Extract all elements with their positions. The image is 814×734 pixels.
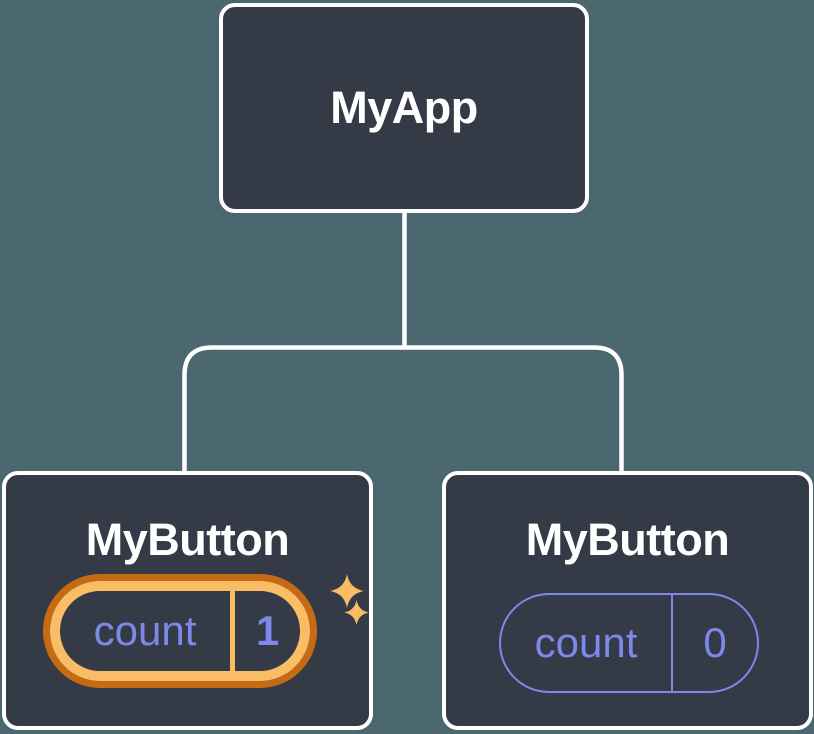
component-name: MyButton — [525, 514, 730, 565]
connector-bracket — [182, 345, 624, 477]
component-node-myapp: MyApp — [219, 3, 589, 213]
state-pill-highlighted: count 1 — [50, 581, 310, 681]
sparkle-icon — [330, 574, 364, 608]
state-pill-divider — [671, 595, 673, 691]
component-node-mybutton-left: MyButton count 1 — [2, 471, 373, 730]
component-name: MyButton — [85, 514, 290, 565]
component-node-mybutton-right: MyButton count 0 — [442, 471, 813, 730]
state-pill: count 0 — [499, 593, 759, 693]
sparkle-icon-small — [344, 600, 369, 625]
component-name: MyApp — [330, 82, 478, 133]
state-pill-divider — [230, 591, 235, 671]
state-value: 0 — [703, 619, 727, 666]
state-variable-name: count — [534, 619, 638, 666]
state-value: 1 — [255, 607, 280, 654]
state-variable-name: count — [93, 607, 197, 654]
